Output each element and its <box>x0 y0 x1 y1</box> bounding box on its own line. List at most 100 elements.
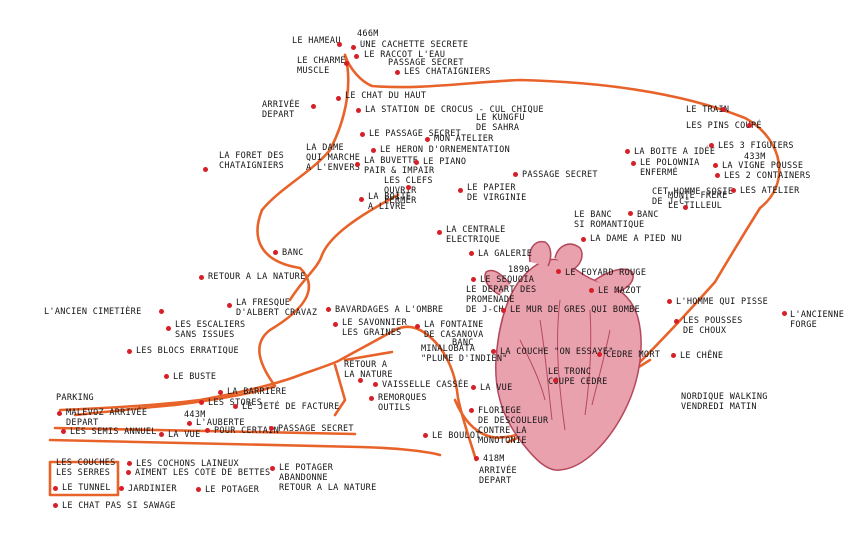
route-inner-left <box>288 193 400 302</box>
heart-veins <box>519 299 611 431</box>
place-label-vaisselle: VAISSELLE CASSÉE <box>382 380 469 390</box>
place-label-semis-annuel: LES SEMIS ANNUEL <box>70 427 157 437</box>
place-label-jete-facture: LE JETÉ DE FACTURE <box>242 402 340 412</box>
place-label-passage-2: LE PASSAGE SECRET <box>369 129 462 139</box>
place-label-sequoia: LE SEQUOIA <box>480 275 535 285</box>
place-label-le-boulot: LE BOULOT <box>432 431 481 441</box>
place-dot-la-vue-mid <box>470 384 476 390</box>
place-dot-les-atelier <box>730 187 736 193</box>
place-label-escaliers: LES ESCALIERS SANS ISSUES <box>175 320 246 340</box>
place-label-le-train: LE TRAIN <box>686 105 730 115</box>
place-dot-crocus <box>355 107 361 113</box>
place-label-papier-virginie: LE PAPIER DE VIRGINIE <box>467 183 527 203</box>
place-dot-chat-sauvage <box>52 502 58 508</box>
place-dot-retour-nature-2 <box>357 377 363 383</box>
place-label-retour-nature-2: RETOUR A LA NATURE <box>344 360 393 380</box>
place-label-malevoz: MALEVOZ ARRIVÉE DEPART <box>66 408 148 428</box>
place-label-alt-443: 443M <box>184 410 206 420</box>
place-dot-charme <box>343 60 349 66</box>
route-lower-left <box>58 325 478 462</box>
place-dot-cochons <box>126 460 132 466</box>
place-label-year-1890: 1890 <box>508 265 530 275</box>
place-label-dame-marche: LA DAME QUI MARCHE A L'ENVERS <box>306 143 361 173</box>
vein-4 <box>519 339 546 401</box>
place-dot-cote-bettes <box>125 469 131 475</box>
place-dot-mazot <box>588 287 594 293</box>
place-label-paulownia: LE POLOWNIA ENFERMÉ <box>640 158 700 178</box>
place-dot-tronc-cedre <box>552 377 558 383</box>
place-label-containers: LES 2 CONTAINERS <box>724 171 811 181</box>
place-dot-pour-certain <box>204 427 210 433</box>
place-label-le-chene: LE CHÊNE <box>680 351 724 361</box>
route-box-left <box>48 460 120 497</box>
place-label-ancienne-forge: L'ANCIENNE FORGE <box>790 310 845 330</box>
vein-3 <box>584 309 592 416</box>
place-label-passage-3: PASSAGE SECRET <box>522 170 598 180</box>
place-label-blocs-erratique: LES BLOCS ERRATIQUE <box>136 346 239 356</box>
vein-1 <box>557 299 566 431</box>
place-dot-bavardages <box>325 306 331 312</box>
place-label-chat-sauvage: LE CHAT PAS SI SAWAGE <box>62 501 176 511</box>
place-label-couches-serres: LES COUCHES LES SERRES <box>56 458 116 478</box>
place-dot-vigne-pousse <box>712 162 718 168</box>
place-label-dame-pied-nu: LA DAME A PIED NU <box>590 234 683 244</box>
place-dot-raccourci <box>353 53 359 59</box>
place-label-monte-frere: MONTE FRERE LE TILLEUL <box>668 191 728 211</box>
place-label-boite-livre: LA BOITE A LIVRE <box>368 192 412 212</box>
place-label-cedre-mort: CEDRE MORT <box>606 350 661 360</box>
place-dot-alt-418 <box>473 455 479 461</box>
place-label-trois-figuiers: LES 3 FIGUIERS <box>718 141 794 151</box>
place-label-clefs: LES CLEFS OUVRIR FERMER <box>384 176 433 206</box>
place-dot-semis-annuel <box>60 428 66 434</box>
place-label-auberte: L'AUBERTE <box>196 418 245 428</box>
place-dot-le-chene <box>670 352 676 358</box>
place-dot-boite-idee <box>624 148 630 154</box>
place-dot-foyard-rouge <box>555 268 561 274</box>
vein-5 <box>591 329 611 406</box>
place-label-tronc-cedre: LE TRONC COUPE CEDRE <box>548 367 608 387</box>
place-dot-le-train <box>720 106 726 112</box>
place-label-minalobata: MINALOBATA "PLUME D'INDIEN" <box>421 344 508 364</box>
place-label-le-buste: LE BUSTE <box>173 372 217 382</box>
place-label-passage-1: PASSAGE SECRET <box>388 58 464 68</box>
place-dot-pins-coupe <box>746 122 752 128</box>
place-dot-passage-4 <box>268 425 274 431</box>
place-label-banc-left: BANC <box>282 248 304 258</box>
place-label-pousses-choux: LES POUSSES DE CHOUX <box>683 316 743 336</box>
place-label-crocus: LA STATION DE CROCUS - CUL CHIQUE <box>365 105 544 115</box>
route-rect-mid <box>333 350 394 417</box>
place-label-le-hameau: LE HAMEAU <box>292 36 341 46</box>
place-dot-buvette <box>354 161 360 167</box>
place-label-nordique: NORDIQUE WALKING VENDREDI MATIN <box>681 392 768 412</box>
place-dot-remorques <box>368 395 374 401</box>
place-dot-dame-pied-nu <box>580 236 586 242</box>
route-big-curve <box>73 53 350 417</box>
place-label-arrivee-depart-1: ARRIVÉE DEPART <box>262 100 300 120</box>
place-label-heron: LE HERON D'ORNEMENTATION <box>380 145 511 155</box>
place-label-floriege: FLORIEGE DE DESCOULEUR CONTRE LA MONOTON… <box>478 406 549 446</box>
place-label-banc-mid: BANC <box>452 338 474 348</box>
place-label-galerie: LA GALERIE <box>478 249 533 259</box>
place-dot-heron <box>370 147 376 153</box>
place-dot-ancienne-forge <box>781 310 787 316</box>
place-dot-potager-abandonne <box>269 465 275 471</box>
heart-aorta <box>484 240 583 296</box>
place-label-alt-418: 418M <box>483 454 505 464</box>
place-dot-cachette <box>350 44 356 50</box>
place-label-homme-sosie: CET HOMME SOSIE DE J-C" <box>652 187 734 207</box>
place-label-monatelier: MON ATELIER <box>434 134 494 144</box>
place-dot-monte-frere <box>682 204 688 210</box>
place-dot-banc-left <box>272 249 278 255</box>
place-label-piano: LE PIANO <box>423 157 467 167</box>
place-dot-papier-virginie <box>457 187 463 193</box>
heart-vessel-right <box>594 268 634 293</box>
place-dot-paulownia <box>630 160 636 166</box>
place-dot-containers <box>714 172 720 178</box>
place-dot-le-boulot <box>422 432 428 438</box>
place-dot-banc-right <box>627 210 633 216</box>
place-label-les-atelier: LES ATELIER <box>740 186 800 196</box>
place-label-raccourci: LE RACCOT L'EAU <box>364 50 446 60</box>
place-label-fontaine: LA FONTAINE DE CASANOVA <box>424 320 484 340</box>
place-label-boite-idee: LA BOITE A IDÉE <box>634 147 716 157</box>
place-label-les-stores: LES STORES <box>208 398 263 408</box>
